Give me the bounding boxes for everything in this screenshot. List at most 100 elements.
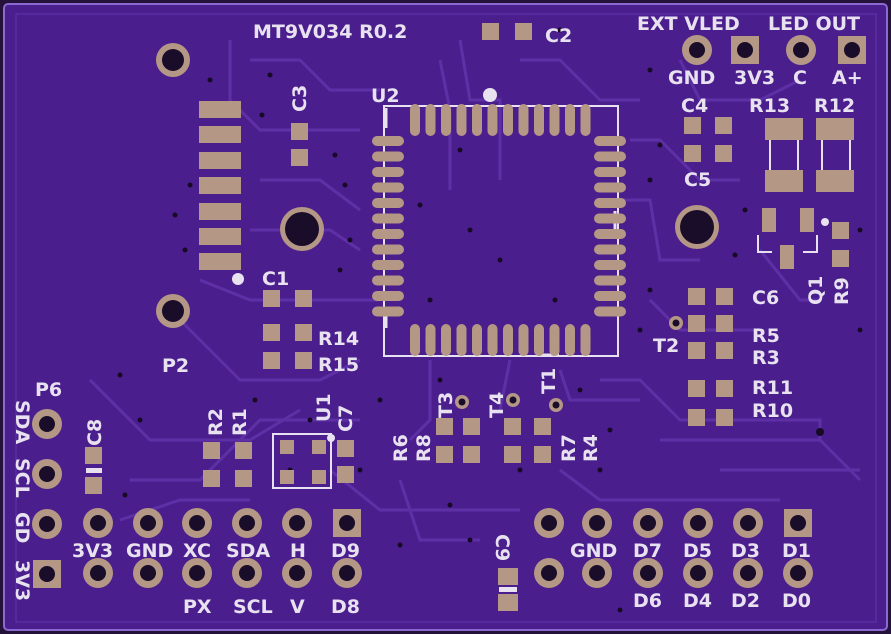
u2-pad bbox=[594, 306, 626, 317]
label-3v3-top: 3V3 bbox=[734, 67, 775, 89]
pin-drill-hole bbox=[239, 565, 255, 581]
label-hdr-sda: SDA bbox=[226, 540, 270, 562]
pin-drill-hole bbox=[90, 565, 106, 581]
pin-drill-hole bbox=[844, 42, 860, 58]
u2-pad bbox=[565, 324, 575, 356]
label-hdr-d2: D2 bbox=[731, 590, 760, 612]
test-points bbox=[455, 316, 683, 412]
label-r9: R9 bbox=[831, 277, 853, 305]
mounting-holes bbox=[156, 43, 719, 328]
label-r12: R12 bbox=[814, 95, 855, 117]
pin-drill-hole bbox=[140, 515, 156, 531]
pin-drill-hole bbox=[589, 565, 605, 581]
silk-outlines bbox=[272, 140, 851, 489]
label-sda-side: SDA bbox=[11, 400, 33, 444]
u2-pad bbox=[580, 104, 591, 136]
u2-pad bbox=[487, 104, 498, 136]
u2-pad bbox=[503, 104, 513, 136]
label-c7: C7 bbox=[335, 405, 357, 432]
label-hdr-d3: D3 bbox=[731, 540, 760, 562]
u2-pad bbox=[594, 151, 626, 162]
label-r8: R8 bbox=[413, 434, 435, 462]
pin-drill-hole bbox=[90, 515, 106, 531]
label-hdr-h: H bbox=[290, 540, 306, 562]
label-hdr-d8: D8 bbox=[331, 596, 360, 618]
label-r10: R10 bbox=[752, 400, 793, 422]
u2-pad bbox=[549, 324, 560, 356]
label-c9: C9 bbox=[491, 534, 513, 561]
label-c3: C3 bbox=[289, 85, 311, 112]
pin-drill-hole bbox=[289, 565, 305, 581]
u2-pad bbox=[410, 104, 420, 136]
u2-pad bbox=[372, 275, 404, 286]
pin-drill-hole bbox=[39, 416, 55, 432]
u2-pad bbox=[410, 324, 420, 356]
u2-pad bbox=[372, 244, 404, 255]
label-r1: R1 bbox=[229, 408, 251, 436]
smd-components bbox=[85, 23, 854, 611]
u2-pad bbox=[594, 167, 626, 177]
u2-pad bbox=[372, 136, 404, 146]
label-hdr-scl: SCL bbox=[233, 596, 273, 618]
label-3v3-side: 3V3 bbox=[11, 560, 33, 601]
u2-pad bbox=[518, 324, 529, 356]
u2-pad bbox=[518, 104, 529, 136]
label-r6: R6 bbox=[390, 434, 412, 462]
u2-pad bbox=[441, 104, 451, 136]
label-t4: T4 bbox=[486, 392, 508, 418]
label-hdr-d6: D6 bbox=[633, 590, 662, 612]
label-t3: T3 bbox=[435, 392, 457, 418]
label-r15: R15 bbox=[318, 354, 359, 376]
u2-pad bbox=[503, 324, 513, 356]
label-scl-side: SCL bbox=[11, 458, 33, 498]
label-ext-vled: EXT VLED bbox=[637, 13, 740, 35]
u2-pad bbox=[594, 291, 626, 301]
u2-pad bbox=[594, 136, 626, 146]
label-hdr-3v3: 3V3 bbox=[72, 540, 113, 562]
u2-pad bbox=[372, 229, 404, 239]
pin-drill-hole bbox=[39, 466, 55, 482]
label-c6: C6 bbox=[752, 287, 779, 309]
label-r11: R11 bbox=[752, 377, 793, 399]
label-q1: Q1 bbox=[805, 276, 827, 305]
pin-drill-hole bbox=[790, 515, 806, 531]
u2-pad bbox=[534, 104, 544, 136]
label-hdr-d7: D7 bbox=[633, 540, 662, 562]
label-r5: R5 bbox=[752, 325, 780, 347]
label-p2: P2 bbox=[162, 355, 189, 377]
pin-drill-hole bbox=[39, 516, 55, 532]
label-c1: C1 bbox=[262, 268, 289, 290]
pin-drill-hole bbox=[690, 565, 706, 581]
u2-pad bbox=[565, 104, 575, 136]
pin-drill-hole bbox=[339, 565, 355, 581]
u2-chip bbox=[372, 88, 626, 357]
u2-pad bbox=[594, 213, 626, 224]
u2-pad bbox=[456, 104, 467, 136]
pin-drill-hole bbox=[289, 515, 305, 531]
u2-pad bbox=[594, 244, 626, 255]
pin-drill-hole bbox=[689, 42, 705, 58]
u2-pad bbox=[549, 104, 560, 136]
label-c5: C5 bbox=[684, 169, 711, 191]
label-u2: U2 bbox=[371, 85, 400, 107]
label-c-top: C bbox=[793, 67, 807, 89]
label-t2: T2 bbox=[653, 335, 679, 357]
label-hdr-d5: D5 bbox=[683, 540, 712, 562]
u2-pad bbox=[425, 104, 436, 136]
u2-pad bbox=[594, 275, 626, 286]
u2-pad bbox=[487, 324, 498, 356]
u2-pad bbox=[534, 324, 544, 356]
pin-drill-hole bbox=[140, 565, 156, 581]
label-hdr-d4: D4 bbox=[683, 590, 712, 612]
u2-pad bbox=[456, 324, 467, 356]
u2-pad bbox=[372, 167, 404, 177]
u2-pad bbox=[594, 260, 626, 270]
u2-pad bbox=[372, 306, 404, 317]
label-r2: R2 bbox=[205, 408, 227, 436]
label-hdr-gnd: GND bbox=[126, 540, 173, 562]
board-title: MT9V034 R0.2 bbox=[253, 21, 407, 43]
label-t1: T1 bbox=[538, 368, 560, 394]
u2-pad bbox=[372, 182, 404, 193]
pin-drill-hole bbox=[541, 515, 557, 531]
label-gnd-top: GND bbox=[668, 67, 715, 89]
